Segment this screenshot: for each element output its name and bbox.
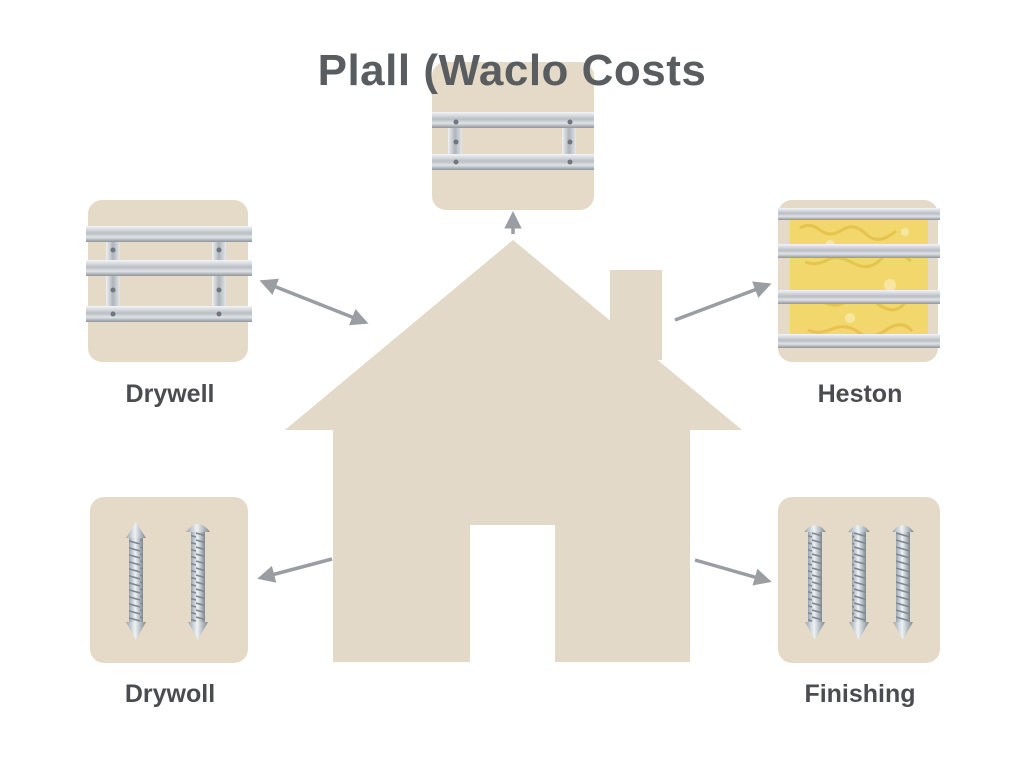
arrow-upper-left — [259, 278, 369, 326]
tile-upper-right — [778, 200, 940, 362]
metal-studs-icon — [86, 226, 252, 322]
tile-top — [432, 62, 594, 210]
metal-studs-icon — [432, 112, 594, 170]
tile-lower-left — [90, 497, 248, 663]
arrow-lower-left — [257, 557, 333, 583]
label-upper-right: Heston — [817, 380, 903, 408]
screws-icon — [804, 525, 914, 640]
arrows — [257, 211, 772, 586]
tile-lower-right — [778, 497, 940, 663]
arrow-lower-right — [694, 558, 772, 586]
label-upper-left: Drywell — [125, 380, 215, 408]
screws-icon — [126, 522, 210, 640]
arrow-upper-right — [674, 281, 772, 322]
house-door — [470, 525, 555, 662]
label-lower-left: Drywoll — [124, 680, 216, 708]
label-lower-right: Finishing — [804, 680, 916, 708]
house-shape — [285, 240, 742, 662]
diagram-title: Plall (Waclo Costs — [317, 46, 707, 95]
insulated-studs-icon — [778, 208, 940, 348]
tile-upper-left — [86, 200, 252, 362]
